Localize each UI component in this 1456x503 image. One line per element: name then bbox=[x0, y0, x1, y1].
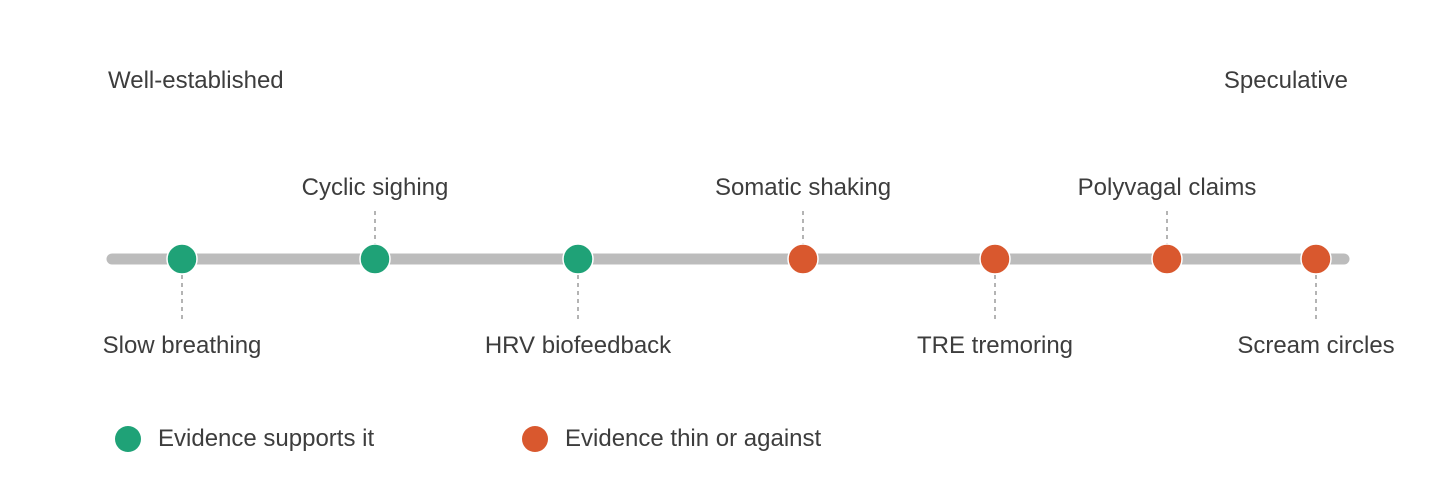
legend-supported-swatch bbox=[115, 426, 141, 452]
point-label-cyclic-sighing: Cyclic sighing bbox=[301, 174, 449, 201]
point-marker-scream-circles bbox=[1300, 243, 1332, 275]
point-label-tre-tremoring: TRE tremoring bbox=[916, 332, 1074, 359]
speculative-label: Speculative bbox=[1223, 67, 1348, 94]
point-marker-somatic-shaking bbox=[787, 243, 819, 275]
point-label-hrv-biofeedback: HRV biofeedback bbox=[484, 332, 672, 359]
point-marker-cyclic-sighing bbox=[359, 243, 391, 275]
point-label-scream-circles: Scream circles bbox=[1237, 332, 1395, 359]
legend-supported-label: Evidence supports it bbox=[158, 425, 375, 452]
legend-thin-swatch bbox=[522, 426, 548, 452]
well-established-label: Well-established bbox=[108, 67, 284, 94]
point-label-polyvagal-claims: Polyvagal claims bbox=[1077, 174, 1257, 201]
legend-thin-label: Evidence thin or against bbox=[565, 425, 822, 452]
point-marker-polyvagal-claims bbox=[1151, 243, 1183, 275]
legend-item-thin: Evidence thin or against bbox=[522, 424, 821, 454]
point-label-slow-breathing: Slow breathing bbox=[102, 332, 262, 359]
legend-item-supported: Evidence supports it bbox=[115, 424, 374, 454]
point-marker-tre-tremoring bbox=[979, 243, 1011, 275]
point-label-somatic-shaking: Somatic shaking bbox=[714, 174, 892, 201]
leader-lines bbox=[181, 211, 1317, 322]
point-marker-slow-breathing bbox=[166, 243, 198, 275]
point-marker-hrv-biofeedback bbox=[562, 243, 594, 275]
point-markers bbox=[166, 243, 1332, 275]
